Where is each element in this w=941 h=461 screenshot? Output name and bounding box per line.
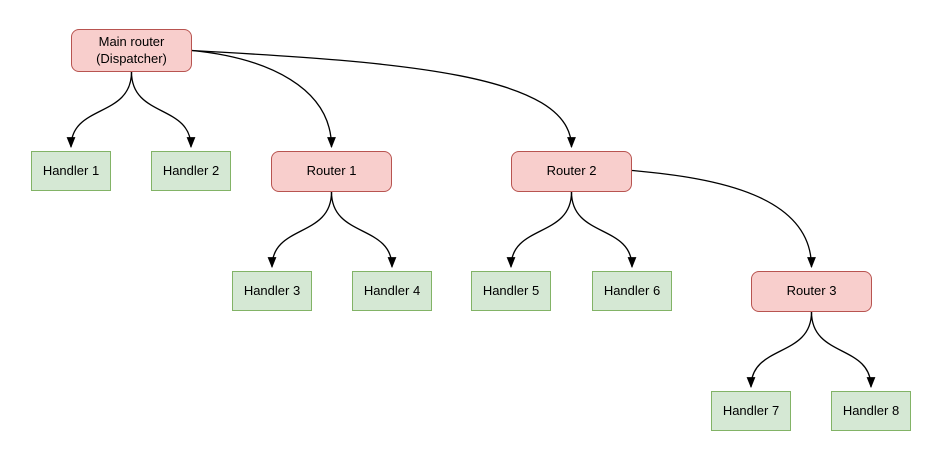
edge-router1-to-handler4 bbox=[330, 191, 397, 269]
edge-router3-to-handler8 bbox=[810, 311, 876, 389]
node-handler-6-label: Handler 6 bbox=[603, 282, 661, 298]
node-handler-8-label: Handler 8 bbox=[842, 402, 900, 418]
node-handler-4: Handler 4 bbox=[352, 271, 432, 311]
node-main-router-label: Main router (Dispatcher) bbox=[96, 34, 167, 66]
node-handler-5: Handler 5 bbox=[471, 271, 551, 311]
node-handler-2-label: Handler 2 bbox=[162, 162, 220, 178]
node-router-3-label: Router 3 bbox=[786, 283, 837, 299]
edge-main-to-handler1 bbox=[66, 71, 133, 149]
edge-main-to-router2 bbox=[191, 49, 576, 149]
edge-main-to-router1 bbox=[191, 49, 336, 149]
node-handler-4-label: Handler 4 bbox=[363, 282, 421, 298]
edge-router1-to-handler3 bbox=[267, 191, 333, 269]
edge-router2-to-handler6 bbox=[570, 191, 637, 269]
node-router-3: Router 3 bbox=[751, 271, 872, 312]
node-handler-1: Handler 1 bbox=[31, 151, 111, 191]
node-handler-2: Handler 2 bbox=[151, 151, 231, 191]
node-router-2-label: Router 2 bbox=[546, 163, 597, 179]
node-router-2: Router 2 bbox=[511, 151, 632, 192]
node-router-1-label: Router 1 bbox=[306, 163, 357, 179]
node-router-1: Router 1 bbox=[271, 151, 392, 192]
node-handler-3: Handler 3 bbox=[232, 271, 312, 311]
node-handler-7-label: Handler 7 bbox=[722, 402, 780, 418]
node-main-router: Main router (Dispatcher) bbox=[71, 29, 192, 72]
edge-router2-to-handler5 bbox=[506, 191, 573, 269]
node-handler-1-label: Handler 1 bbox=[42, 162, 100, 178]
node-handler-5-label: Handler 5 bbox=[482, 282, 540, 298]
node-handler-3-label: Handler 3 bbox=[243, 282, 301, 298]
edge-router2-to-router3 bbox=[631, 169, 816, 269]
edge-main-to-handler2 bbox=[130, 71, 196, 149]
node-handler-8: Handler 8 bbox=[831, 391, 911, 431]
node-handler-6: Handler 6 bbox=[592, 271, 672, 311]
edge-router3-to-handler7 bbox=[746, 311, 813, 389]
node-handler-7: Handler 7 bbox=[711, 391, 791, 431]
